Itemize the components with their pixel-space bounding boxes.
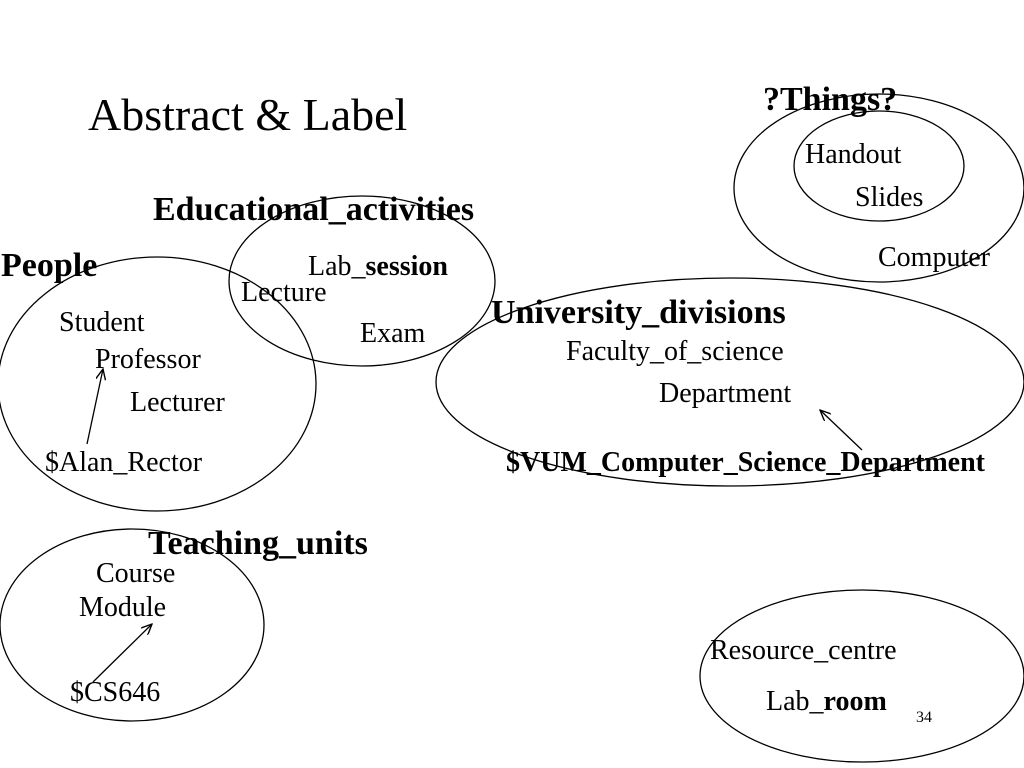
item-slides: Slides xyxy=(855,182,924,213)
group-label-teaching-units: Teaching_units xyxy=(148,525,368,562)
item-professor: Professor xyxy=(95,344,201,375)
people-ellipse xyxy=(0,256,317,512)
things-outer-ellipse xyxy=(733,93,1024,283)
educational-activities-ellipse xyxy=(228,195,496,367)
item-module: Module xyxy=(79,592,167,623)
vum-to-department-arrow xyxy=(820,410,863,451)
item-lab-session: Lab_session xyxy=(308,253,448,281)
item-cs646: $CS646 xyxy=(70,677,161,708)
group-label-educational-activities: Educational_activities xyxy=(153,191,475,228)
teaching-units-ellipse xyxy=(0,528,265,722)
item-department: Department xyxy=(659,378,792,409)
item-student: Student xyxy=(59,307,145,338)
item-lab-room: Lab_room xyxy=(766,688,887,716)
item-handout: Handout xyxy=(805,139,902,170)
item-course: Course xyxy=(96,558,176,589)
item-faculty-of-science: Faculty_of_science xyxy=(566,336,784,367)
resource-centre-ellipse xyxy=(699,589,1024,763)
group-label-university-divisions: University_divisions xyxy=(491,294,786,331)
item-exam: Exam xyxy=(360,318,426,349)
item-lab-session-bold: session xyxy=(365,251,448,282)
item-lab-room-bold: room xyxy=(823,686,887,717)
group-label-things: ?Things? xyxy=(763,81,898,118)
things-inner-ellipse xyxy=(793,110,965,222)
page-number: 34 xyxy=(916,709,932,726)
item-lab-room-prefix: Lab_ xyxy=(766,686,824,717)
item-computer: Computer xyxy=(878,242,990,273)
slide-title: Abstract & Label xyxy=(88,89,408,140)
cs646-to-module-arrow xyxy=(92,624,152,683)
item-alan-rector: $Alan_Rector xyxy=(45,447,203,478)
group-label-people: People xyxy=(1,247,98,284)
item-vum-department: $VUM_Computer_Science_Department xyxy=(506,447,985,478)
item-lecture: Lecture xyxy=(241,277,327,308)
alan-to-professor-arrow xyxy=(86,369,103,445)
university-divisions-ellipse xyxy=(435,277,1024,487)
item-resource-centre: Resource_centre xyxy=(710,635,897,666)
item-lab-session-prefix: Lab_ xyxy=(308,251,366,282)
item-lecturer: Lecturer xyxy=(130,387,225,418)
